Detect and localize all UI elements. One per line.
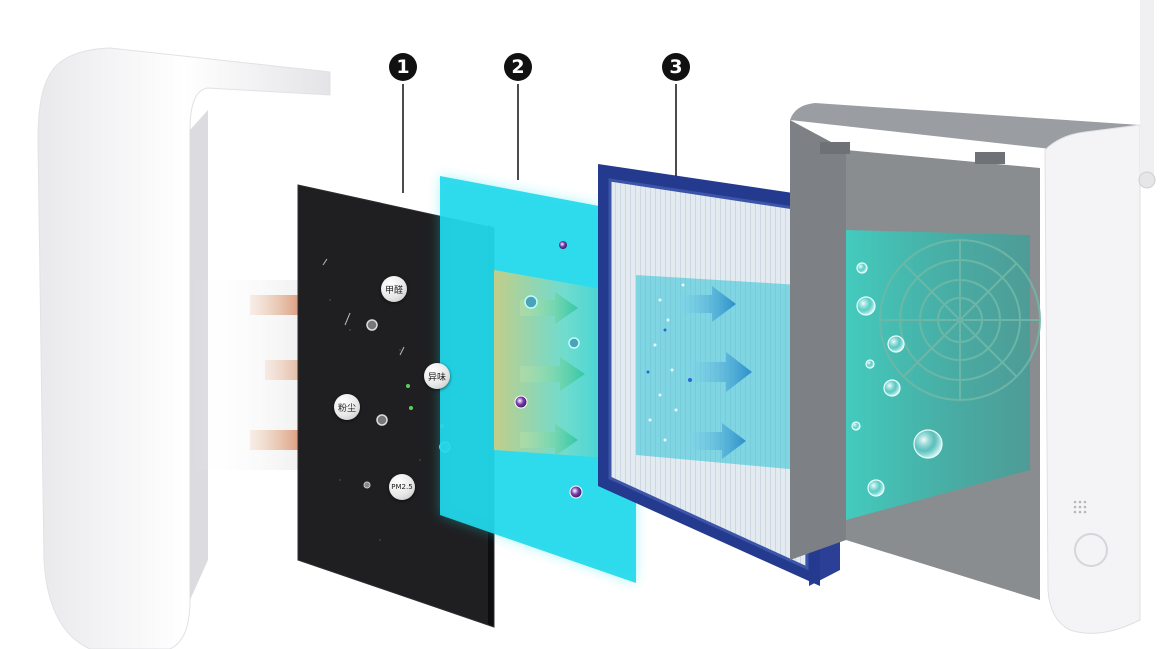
pollutant-badge-odor: 异味 [424, 363, 450, 389]
airflow-arrow-mid-3 [520, 424, 578, 456]
callout-number-2: 2 [504, 53, 532, 81]
fan-grille [879, 239, 1041, 401]
callout-number-3: 3 [662, 53, 690, 81]
airflow-arrow-mid-2 [520, 357, 585, 391]
airflow-arrow-hepa-2 [690, 352, 752, 392]
clean-air-bubbles [851, 262, 943, 497]
pollutant-badge-formaldehyde: 甲醛 [381, 276, 407, 302]
airflow-arrow-hepa-1 [680, 286, 736, 322]
airflow-arrow-hepa-3 [690, 423, 746, 459]
purifier-body [790, 0, 1156, 634]
callout-number-1: 1 [389, 53, 417, 81]
pollutant-badge-pm25: PM2.5 [389, 474, 415, 500]
pollutant-badge-dust: 粉尘 [334, 394, 360, 420]
